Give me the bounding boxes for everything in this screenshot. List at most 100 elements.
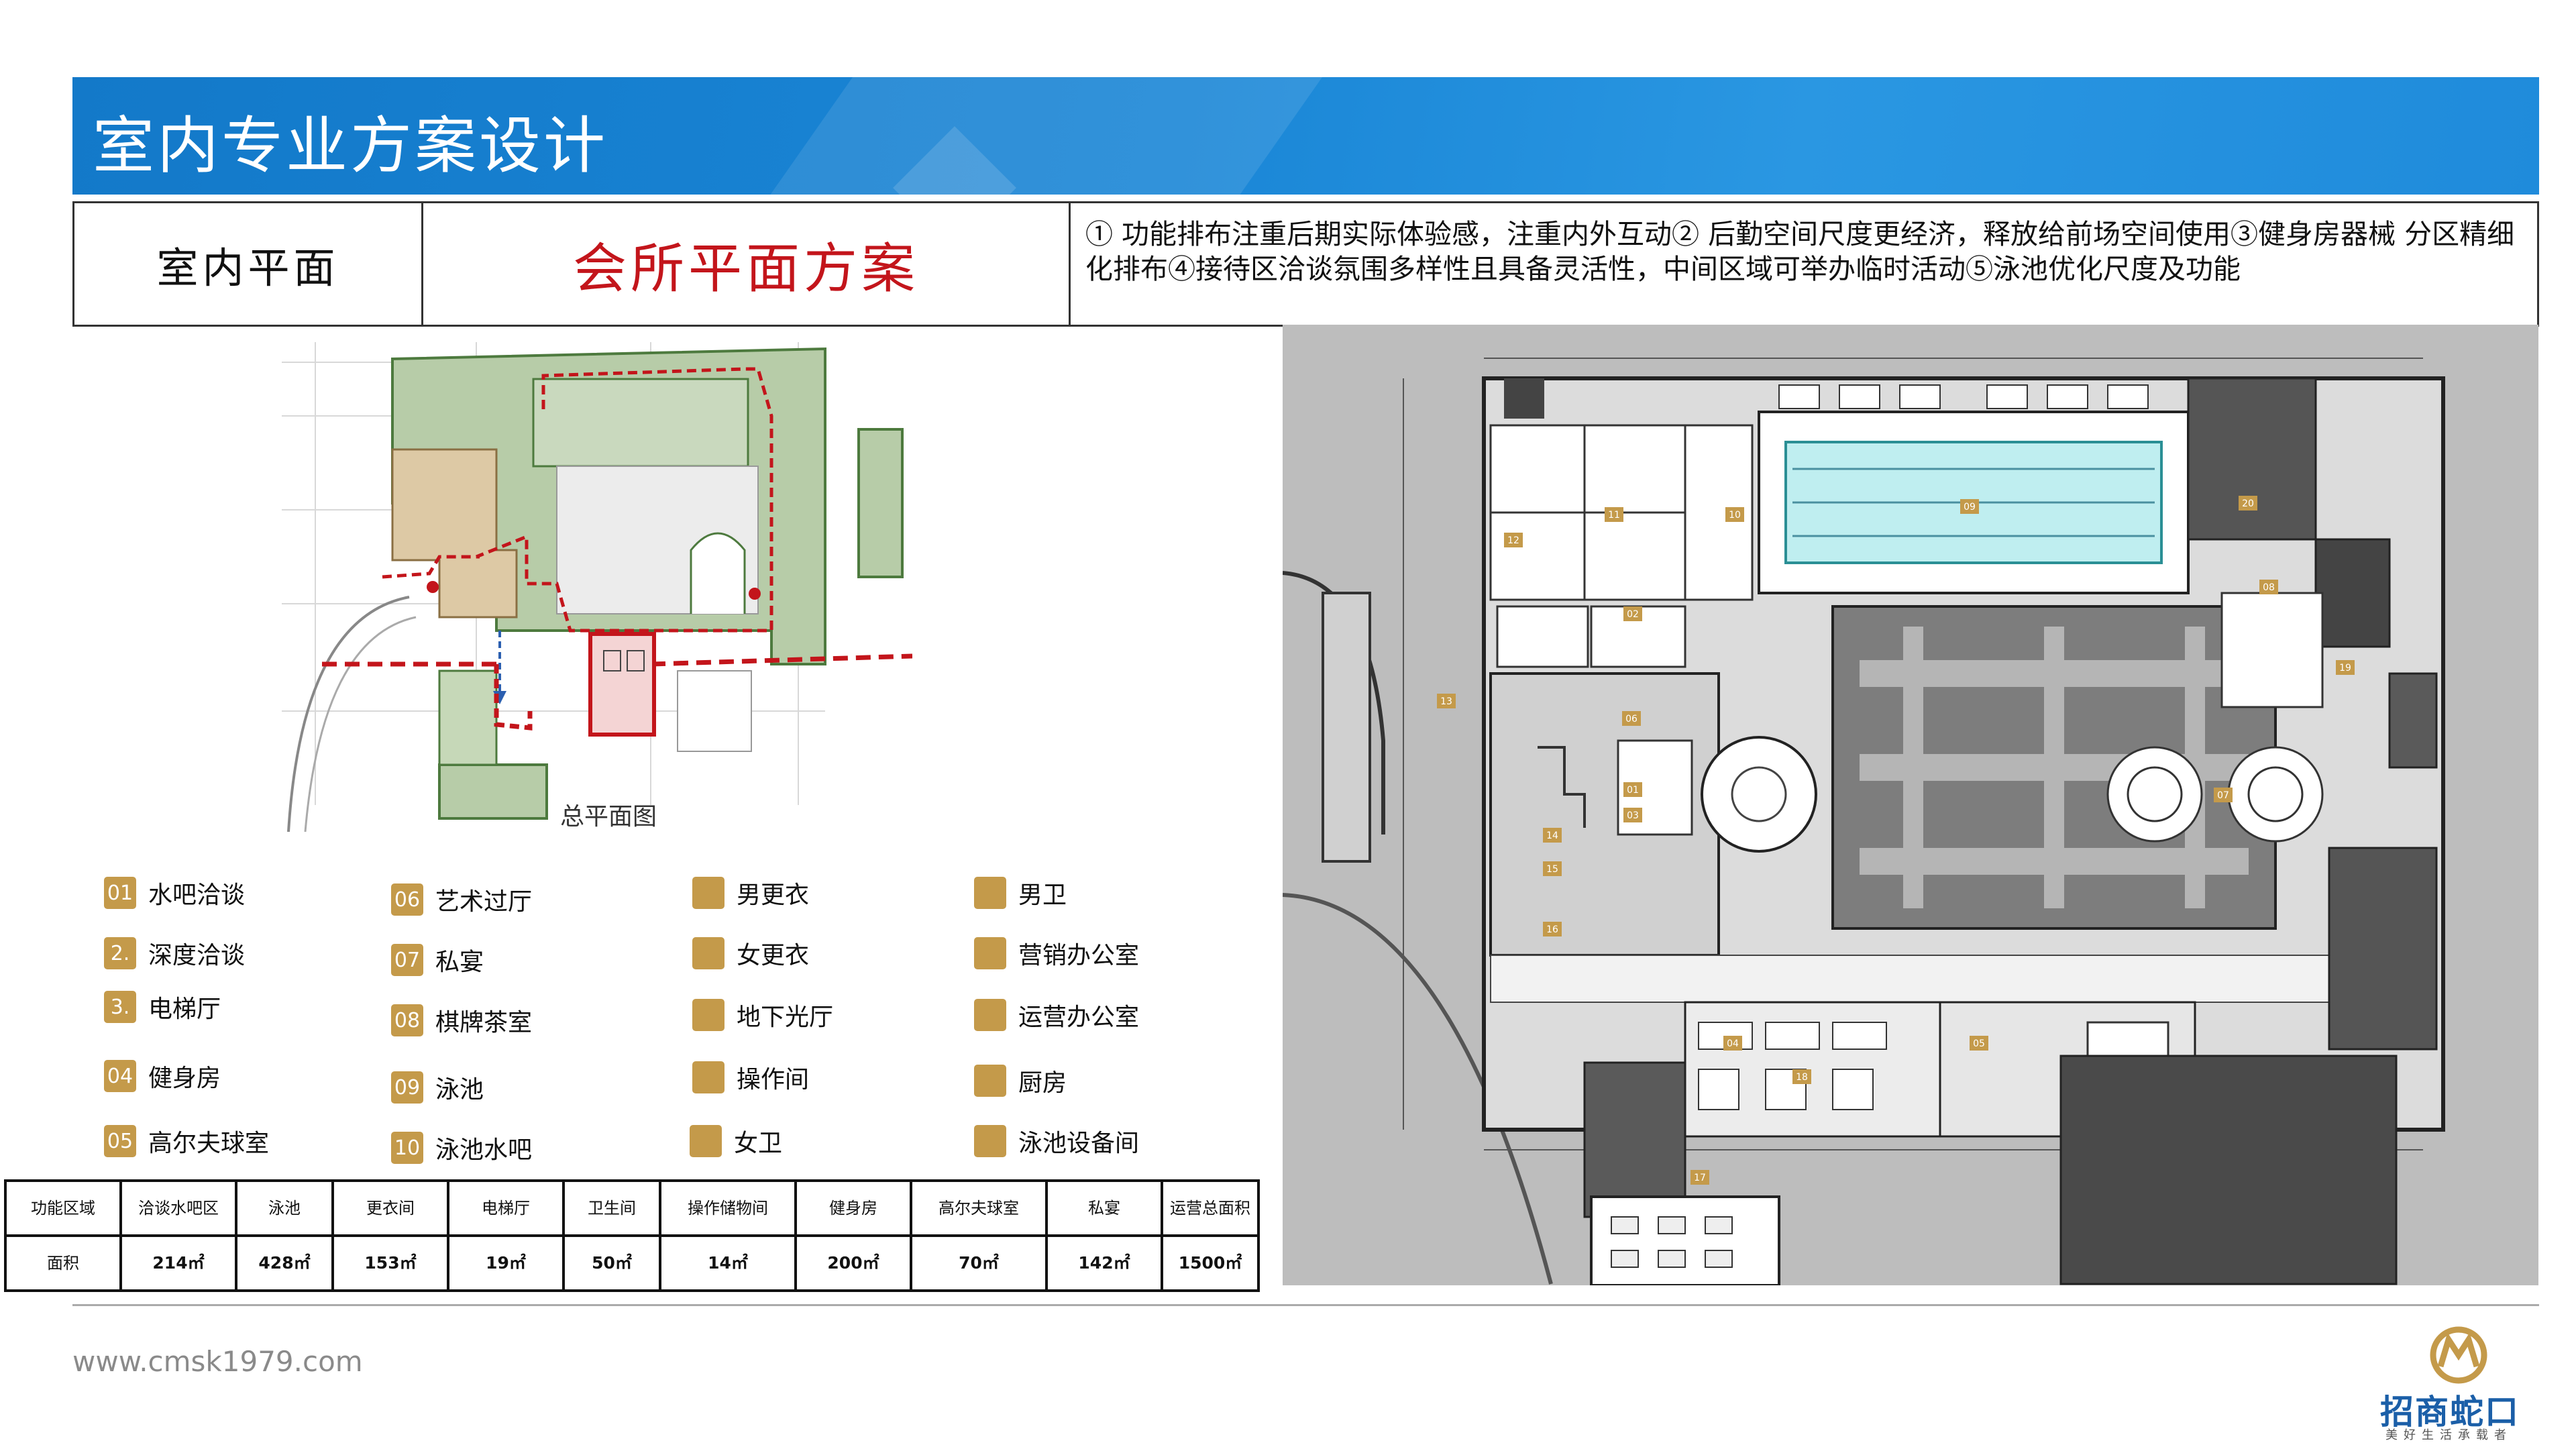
floor-label-10: 10 (1729, 510, 1741, 521)
table-cell: 214㎡ (119, 1234, 237, 1292)
site-plan-image (275, 335, 913, 833)
table-row: 面积 214㎡ 428㎡ 153㎡ 19㎡ 50㎡ 14㎡ 200㎡ 70㎡ 1… (4, 1234, 1260, 1292)
floor-label-05: 05 (1973, 1038, 1985, 1049)
table-cell: 1500㎡ (1161, 1234, 1260, 1292)
legend-badge (692, 877, 724, 909)
table-header: 卫生间 (562, 1179, 661, 1237)
logo-text: 招商蛇口 (2380, 1393, 2520, 1432)
floor-label-12: 12 (1507, 535, 1519, 546)
legend-badge (692, 937, 724, 969)
site-plan-drawing (275, 335, 913, 833)
legend-badge (692, 999, 724, 1031)
floor-plan-drawing: 01 02 03 04 05 06 07 08 09 10 11 12 13 (1283, 325, 2538, 1285)
legend-item: 女更衣 (692, 936, 809, 971)
table-header: 运营总面积 (1161, 1179, 1260, 1237)
floor-label-04: 04 (1727, 1038, 1739, 1049)
table-header: 电梯厅 (447, 1179, 565, 1237)
legend-badge: 01 (104, 877, 136, 909)
title-banner: 室内专业方案设计 (72, 77, 2539, 195)
table-cell: 70㎡ (910, 1234, 1048, 1292)
legend-badge (974, 937, 1006, 969)
legend-label: 营销办公室 (1018, 942, 1140, 969)
legend-label: 女卫 (734, 1130, 783, 1157)
legend-item: 营销办公室 (974, 936, 1139, 971)
floor-label-16: 16 (1546, 924, 1558, 935)
legend-label: 私宴 (435, 949, 484, 976)
table-row-label: 面积 (4, 1234, 122, 1292)
area-table: 功能区域 洽谈水吧区 泳池 更衣间 电梯厅 卫生间 操作储物间 健身房 高尔夫球… (4, 1179, 1260, 1292)
plan-description: ① 功能排布注重后期实际体验感，注重内外互动② 后勤空间尺度更经济，释放给前场空… (1085, 218, 2515, 285)
legend-item: 泳池设备间 (974, 1124, 1139, 1159)
section-label: 室内平面 (74, 203, 423, 325)
legend-item: 3. 电梯厅 (104, 989, 221, 1024)
table-header: 泳池 (235, 1179, 334, 1237)
table-cell: 50㎡ (562, 1234, 661, 1292)
floor-plan-image: 01 02 03 04 05 06 07 08 09 10 11 12 13 (1283, 325, 2538, 1285)
legend-badge: 08 (391, 1004, 423, 1036)
legend-label: 棋牌茶室 (435, 1009, 533, 1036)
legend-label: 水吧洽谈 (148, 881, 246, 909)
floor-label-08: 08 (2263, 582, 2275, 593)
table-cell: 428㎡ (235, 1234, 334, 1292)
table-cell: 14㎡ (659, 1234, 797, 1292)
legend-badge (974, 1065, 1006, 1097)
legend-item: 女卫 (690, 1124, 782, 1159)
header-row: 室内平面 会所平面方案 ① 功能排布注重后期实际体验感，注重内外互动② 后勤空间… (72, 201, 2539, 327)
legend-badge (974, 999, 1006, 1031)
legend-item: 04 健身房 (104, 1059, 221, 1093)
floor-label-09: 09 (1964, 502, 1976, 513)
footer-url: www.cmsk1979.com (72, 1345, 363, 1378)
floor-label-11: 11 (1608, 510, 1620, 521)
logo-subtitle: 美好生活承载者 (2385, 1428, 2512, 1442)
legend-item: 08 棋牌茶室 (391, 1003, 532, 1038)
floor-label-02: 02 (1627, 609, 1639, 620)
legend-label: 厨房 (1018, 1069, 1067, 1097)
table-cell: 142㎡ (1045, 1234, 1163, 1292)
legend-label: 高尔夫球室 (148, 1130, 270, 1157)
legend-badge (974, 877, 1006, 909)
floor-label-01: 01 (1627, 785, 1639, 796)
legend-label: 女更衣 (737, 942, 810, 969)
legend-label: 运营办公室 (1018, 1004, 1140, 1031)
legend-badge (690, 1125, 722, 1157)
legend-item: 05 高尔夫球室 (104, 1124, 269, 1159)
legend-badge (692, 1061, 724, 1093)
legend-badge: 09 (391, 1071, 423, 1104)
legend-badge: 07 (391, 944, 423, 976)
legend-item: 地下光厅 (692, 998, 833, 1032)
legend-badge: 2. (104, 937, 136, 969)
legend-badge (974, 1125, 1006, 1157)
legend-label: 地下光厅 (737, 1004, 834, 1031)
legend-label: 男卫 (1018, 881, 1067, 909)
page-title: 室内专业方案设计 (93, 110, 608, 182)
legend-label: 泳池 (435, 1076, 484, 1104)
legend-label: 操作间 (737, 1066, 810, 1093)
legend-badge: 10 (391, 1132, 423, 1164)
legend-label: 电梯厅 (148, 996, 221, 1023)
legend-item: 2. 深度洽谈 (104, 936, 245, 971)
table-header: 私宴 (1045, 1179, 1163, 1237)
table-header: 高尔夫球室 (910, 1179, 1048, 1237)
floor-label-06: 06 (1625, 714, 1638, 724)
floor-label-13: 13 (1440, 696, 1452, 707)
floor-label-18: 18 (1796, 1072, 1808, 1083)
table-header: 健身房 (794, 1179, 912, 1237)
table-header-row: 功能区域 洽谈水吧区 泳池 更衣间 电梯厅 卫生间 操作储物间 健身房 高尔夫球… (4, 1179, 1260, 1237)
floor-label-20: 20 (2242, 498, 2254, 509)
table-header: 更衣间 (331, 1179, 449, 1237)
legend-item: 07 私宴 (391, 943, 484, 977)
legend-item: 06 艺术过厅 (391, 882, 532, 917)
plan-title: 会所平面方案 (423, 203, 1071, 325)
legend-label: 健身房 (148, 1065, 221, 1092)
floor-label-14: 14 (1546, 830, 1558, 841)
legend-badge: 3. (104, 991, 136, 1023)
legend-item: 10 泳池水吧 (391, 1130, 532, 1165)
table-cell: 200㎡ (794, 1234, 912, 1292)
legend-label: 男更衣 (737, 881, 810, 909)
legend-label: 泳池水吧 (435, 1136, 533, 1164)
table-cell: 153㎡ (331, 1234, 449, 1292)
table-header: 洽谈水吧区 (119, 1179, 237, 1237)
floor-label-03: 03 (1627, 810, 1639, 821)
cmsk-logo-icon (2430, 1326, 2487, 1384)
legend-badge: 04 (104, 1060, 136, 1092)
